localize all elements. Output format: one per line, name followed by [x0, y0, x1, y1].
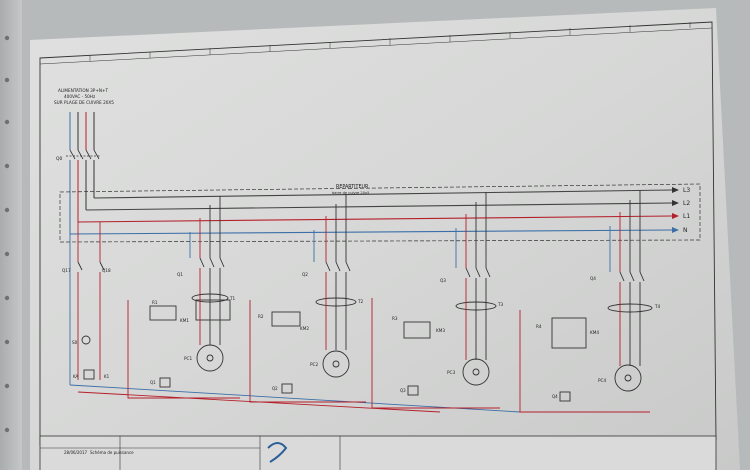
bus-subtitle: barre de cuivre 20x5 — [332, 191, 369, 195]
bus-label-l2: L2 — [683, 200, 690, 207]
motor-2-relay: R2 — [258, 314, 264, 319]
motor-1-torus: T1 — [229, 296, 236, 301]
motor-group-2: Q2 R2 KM2 T2 PC2 Q2 — [249, 194, 366, 403]
bus-l1 — [77, 215, 673, 223]
bus-title: REPARTITEUR — [336, 184, 369, 190]
main-breaker-label: Q0 — [56, 156, 63, 162]
motor-3-torus: T3 — [497, 302, 504, 307]
schematic-sheet — [30, 8, 740, 470]
motor-3-control: Q3 — [400, 388, 406, 393]
motor-1-control: Q1 — [150, 380, 156, 385]
motor-3-pump: PC3 — [447, 370, 455, 375]
aux-breaker-2-label: Q18 — [102, 268, 111, 273]
start-button-label: S0 — [72, 340, 78, 345]
motor-4-pump: PC4 — [598, 378, 606, 383]
supply-line-1: ALIMENTATION 3P+N+T — [58, 88, 108, 93]
bus-arrows — [672, 187, 679, 233]
company-logo — [267, 442, 288, 463]
motor-2-breaker: Q2 — [302, 272, 308, 277]
supply-header: ALIMENTATION 3P+N+T 400VAC - 50Hz SUR PL… — [54, 88, 114, 105]
bus-labels: L3 L2 L1 N — [683, 187, 690, 234]
motor-3-contactor: KM3 — [436, 328, 445, 333]
motor-4-breaker: Q4 — [590, 276, 596, 281]
door-frame — [0, 0, 22, 470]
bus-bars — [69, 189, 673, 235]
bus-n — [69, 229, 673, 235]
aux-column: Q17 Q18 S0 KA K1 — [62, 222, 521, 413]
motor-2-contactor: KM2 — [300, 326, 309, 331]
column-ruler — [39, 22, 713, 65]
main-breaker: Q0 — [56, 149, 100, 162]
motor-1-relay: R1 — [152, 300, 158, 305]
titleblock-date: 28/06/2017 — [64, 450, 88, 455]
motor-group-1: Q1 R1 KM1 T1 PC1 Q1 — [127, 196, 240, 399]
repartiteur: REPARTITEUR barre de cuivre 20x5 — [59, 183, 701, 243]
motor-3-relay: R3 — [392, 316, 398, 321]
aux-relay-label: KA — [73, 374, 79, 379]
supply-to-bus — [69, 160, 95, 234]
motor-2-control: Q2 — [272, 386, 278, 391]
motor-4-torus: T4 — [654, 304, 661, 309]
aux-contact-label: K1 — [104, 374, 110, 379]
door-holes — [4, 35, 10, 433]
motor-2-pump: PC2 — [310, 362, 318, 367]
motor-1-breaker: Q1 — [177, 272, 183, 277]
titleblock-author: Schéma de puissance — [90, 450, 134, 455]
supply-line-3: SUR PLAGE DE CUIVRE 20X5 — [54, 100, 114, 105]
bus-l2 — [85, 202, 673, 211]
motor-group-3: Q3 R3 KM3 T3 PC3 Q3 — [371, 192, 504, 409]
motor-3-breaker: Q3 — [440, 278, 446, 283]
motor-4-contactor: KM4 — [590, 330, 599, 335]
supply-feed — [69, 112, 95, 150]
supply-line-2: 400VAC - 50Hz — [64, 94, 96, 99]
motor-group-4: Q4 R4 KM4 T4 PC4 Q4 — [519, 190, 661, 413]
title-block: 28/06/2017 Schéma de puissance — [39, 435, 717, 470]
bus-l3 — [93, 189, 673, 199]
bus-label-n: N — [683, 227, 688, 234]
motor-1-contactor: KM1 — [180, 318, 189, 323]
motor-4-control: Q4 — [552, 394, 558, 399]
bus-label-l3: L3 — [683, 187, 690, 194]
bus-label-l1: L1 — [683, 213, 690, 220]
aux-breaker-1-label: Q17 — [62, 268, 71, 273]
motor-1-pump: PC1 — [184, 356, 192, 361]
motor-2-torus: T2 — [357, 299, 364, 304]
motor-4-relay: R4 — [536, 324, 542, 329]
